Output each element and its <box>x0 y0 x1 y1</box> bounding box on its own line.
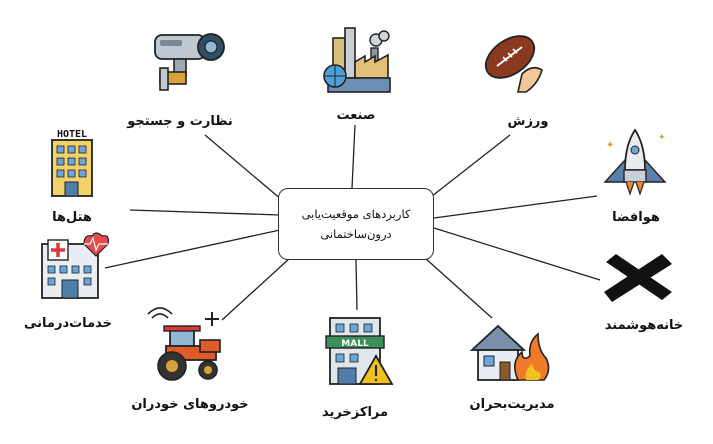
central-node-line1: کاربردهای موقعیت‌یابی <box>301 207 411 221</box>
hotel-building-icon: HOTEL <box>51 129 93 197</box>
house-fire-icon <box>469 324 550 381</box>
connector-surveillance <box>204 134 283 201</box>
tractor-icon <box>147 307 221 381</box>
svg-text:✦: ✦ <box>606 140 614 151</box>
label-crisis: مدیریت‌بحران <box>469 397 555 412</box>
factory-icon <box>323 27 391 93</box>
football-icon <box>484 35 543 93</box>
hospital-icon <box>41 232 109 299</box>
label-hotels: هتل‌ها <box>52 210 92 225</box>
connector-malls <box>355 259 358 311</box>
svg-text:HOTEL: HOTEL <box>57 129 87 140</box>
label-smart-home: خانه‌هوشمند <box>604 318 684 333</box>
connector-healthcare <box>104 229 281 269</box>
security-camera-icon <box>154 33 225 91</box>
label-healthcare: خدمات‌درمانی <box>24 316 112 331</box>
connector-sports <box>426 134 511 201</box>
label-surveillance: نظارت و جستجو <box>127 114 233 129</box>
svg-text:✦: ✦ <box>658 133 666 143</box>
svg-text:MALL: MALL <box>341 339 369 349</box>
label-industry: صنعت <box>336 108 376 123</box>
space-shuttle-icon: ✦ ✦ <box>603 128 667 196</box>
cross-icon <box>604 254 672 302</box>
connector-hotels <box>129 209 281 216</box>
label-vehicles: خودروهای خودران <box>131 397 249 412</box>
label-sports: ورزش <box>507 114 549 129</box>
central-node-line2: درون‌ساختمانی <box>320 227 392 241</box>
connector-aerospace <box>433 195 598 219</box>
label-aerospace: هوافضا <box>612 210 660 225</box>
central-node: کاربردهای موقعیت‌یابی درون‌ساختمانی <box>278 188 434 260</box>
connector-smart-home <box>433 227 601 281</box>
connector-vehicles <box>221 257 291 321</box>
label-malls: مراکزخرید <box>321 405 389 420</box>
mall-warning-icon: MALL <box>325 317 394 385</box>
connector-crisis <box>424 257 493 319</box>
connector-industry <box>351 124 356 189</box>
